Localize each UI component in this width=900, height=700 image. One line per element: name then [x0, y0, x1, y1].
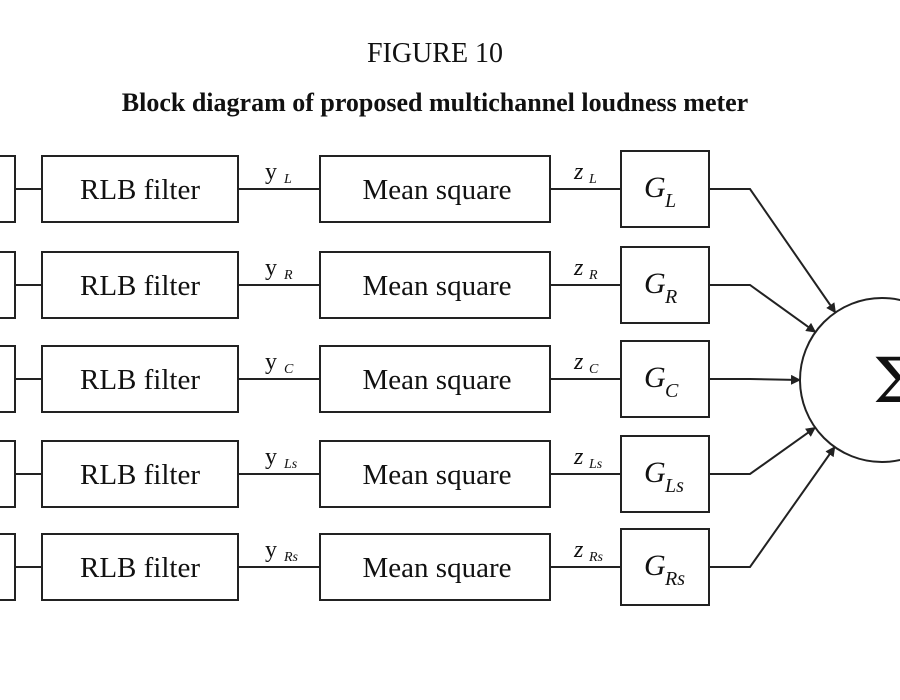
- rlb-filter-label: RLB filter: [80, 459, 200, 491]
- figure-title: Block diagram of proposed multichannel l…: [121, 88, 749, 117]
- gain-label: G: [644, 361, 666, 394]
- gain-label: G: [644, 267, 666, 300]
- gain-block: [620, 435, 710, 513]
- mean-square-label: Mean square: [363, 552, 512, 584]
- prefilter-block: [0, 251, 16, 319]
- figure-number: FIGURE 10: [366, 38, 504, 69]
- gain-subscript: R: [664, 286, 677, 308]
- gain-label: G: [644, 171, 666, 204]
- output-arrow: [709, 426, 817, 475]
- prefilter-block: [0, 155, 16, 223]
- gain-block: [620, 528, 710, 606]
- prefilter-block: [0, 440, 16, 508]
- gain-subscript: Rs: [664, 568, 685, 590]
- gain-block: [620, 246, 710, 324]
- signal-label-z: z: [573, 537, 584, 563]
- signal-subscript-y: R: [283, 268, 293, 283]
- rlb-filter-block: [41, 345, 239, 413]
- mean-square-block: [319, 533, 551, 601]
- prefilter-block: [0, 533, 16, 601]
- gain-subscript: C: [665, 380, 679, 402]
- rlb-filter-block: [41, 440, 239, 508]
- rlb-filter-label: RLB filter: [80, 174, 200, 206]
- signal-subscript-y: C: [284, 362, 294, 377]
- mean-square-label: Mean square: [363, 270, 512, 302]
- mean-square-block: [319, 440, 551, 508]
- signal-label-y: y: [265, 255, 277, 281]
- mean-square-label: Mean square: [363, 364, 512, 396]
- gain-label: G: [644, 456, 666, 489]
- signal-label-y: y: [265, 537, 277, 563]
- output-arrow: [709, 446, 836, 568]
- prefilter-block: [0, 345, 16, 413]
- rlb-filter-block: [41, 155, 239, 223]
- gain-label: G: [644, 549, 666, 582]
- signal-subscript-z: L: [588, 172, 597, 187]
- signal-label-z: z: [573, 255, 584, 281]
- signal-subscript-y: Ls: [283, 457, 298, 472]
- mean-square-label: Mean square: [363, 174, 512, 206]
- signal-subscript-y: Rs: [283, 550, 299, 565]
- signal-label-z: z: [573, 349, 584, 375]
- signal-label-y: y: [265, 349, 277, 375]
- rlb-filter-block: [41, 251, 239, 319]
- output-arrow: [709, 374, 801, 385]
- signal-subscript-z: C: [589, 362, 599, 377]
- mean-square-block: [319, 251, 551, 319]
- signal-subscript-z: R: [588, 268, 598, 283]
- mean-square-block: [319, 155, 551, 223]
- signal-label-y: y: [265, 444, 277, 470]
- gain-block: [620, 340, 710, 418]
- output-arrow: [709, 284, 817, 333]
- signal-subscript-y: L: [283, 172, 292, 187]
- summing-junction: [799, 297, 900, 463]
- output-arrow: [709, 188, 837, 314]
- signal-subscript-z: Rs: [588, 550, 604, 565]
- rlb-filter-label: RLB filter: [80, 364, 200, 396]
- rlb-filter-label: RLB filter: [80, 552, 200, 584]
- mean-square-label: Mean square: [363, 459, 512, 491]
- sum-symbol: Σ: [873, 344, 900, 417]
- gain-subscript: Ls: [664, 475, 684, 497]
- signal-subscript-z: Ls: [588, 457, 603, 472]
- signal-label-z: z: [573, 159, 584, 185]
- mean-square-block: [319, 345, 551, 413]
- rlb-filter-label: RLB filter: [80, 270, 200, 302]
- signal-label-z: z: [573, 444, 584, 470]
- signal-label-y: y: [265, 159, 277, 185]
- gain-block: [620, 150, 710, 228]
- gain-subscript: L: [664, 190, 676, 212]
